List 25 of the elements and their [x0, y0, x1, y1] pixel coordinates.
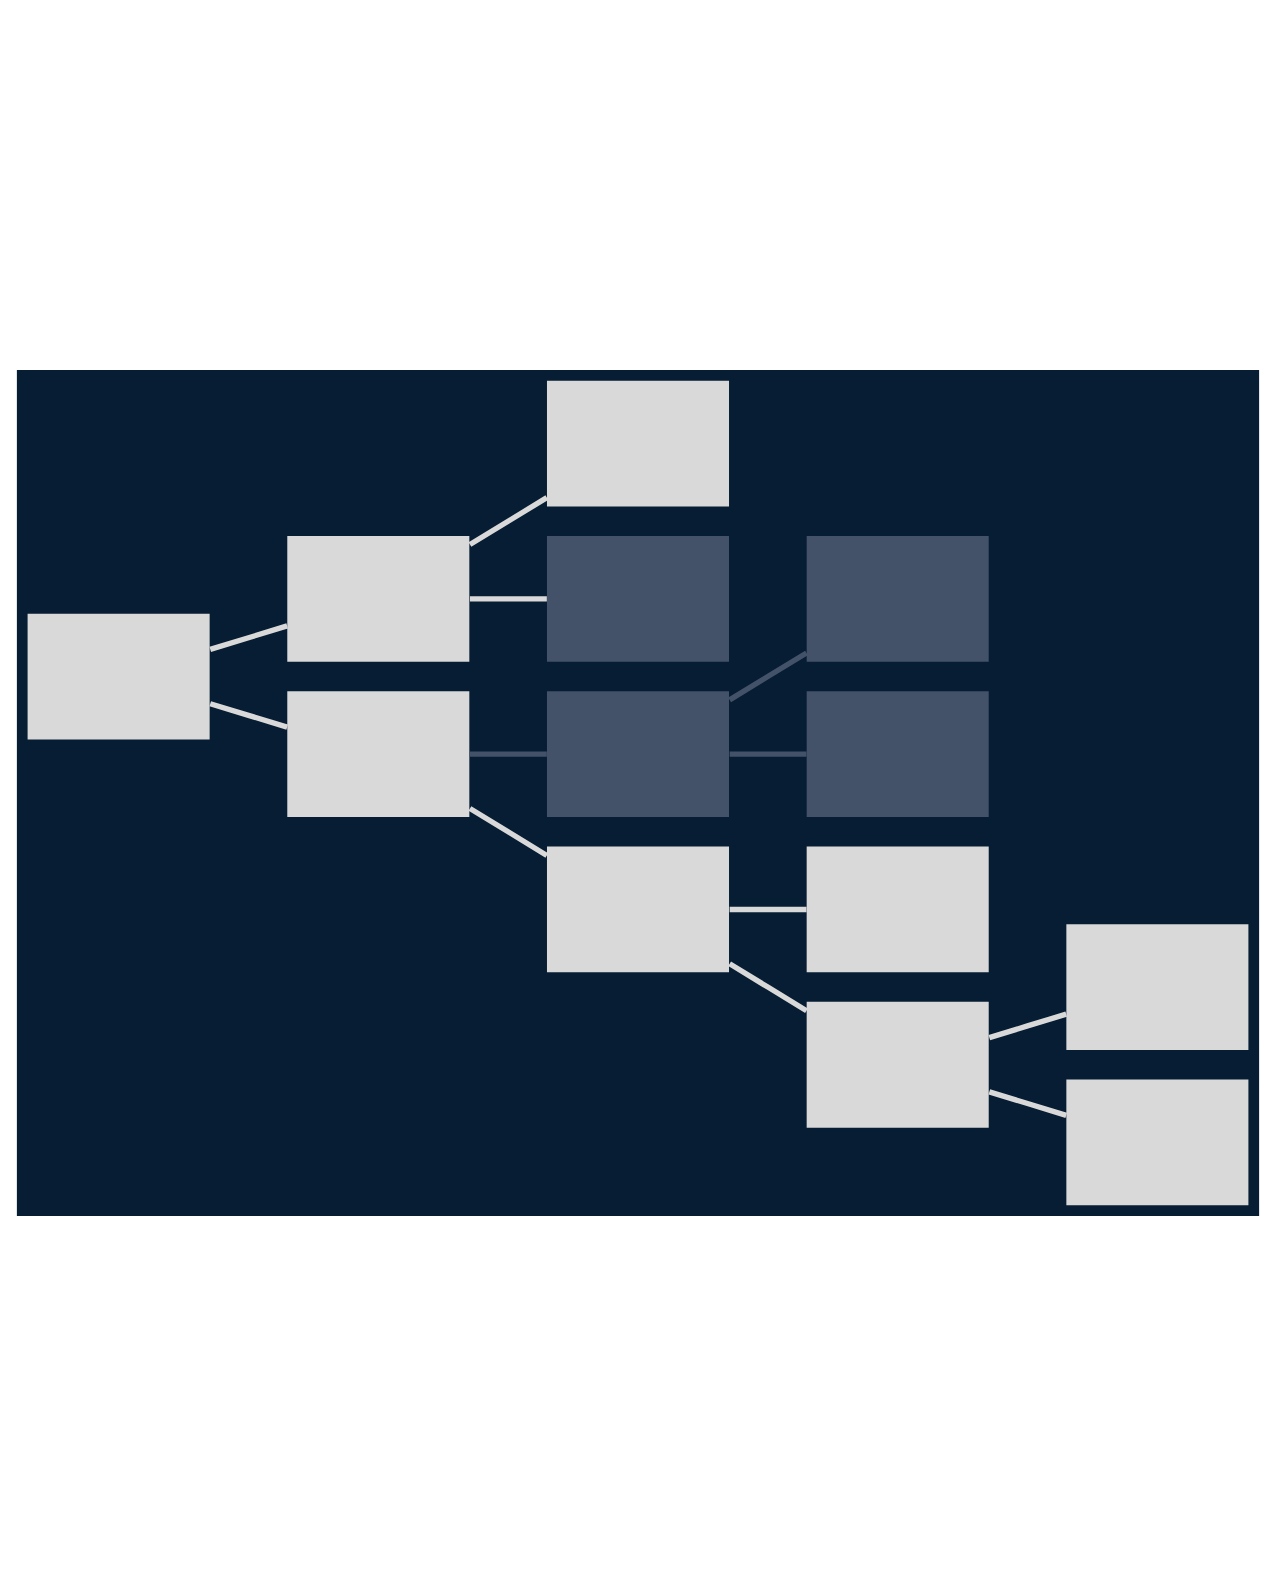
- connector: [209, 622, 288, 651]
- node-box: [287, 535, 470, 661]
- node-box: [806, 845, 989, 972]
- connector: [988, 1088, 1067, 1117]
- node-box: [287, 690, 470, 817]
- node-box: [546, 845, 730, 972]
- connector: [469, 595, 547, 601]
- connector: [729, 750, 807, 756]
- node-box: [806, 535, 989, 661]
- node-box: [546, 379, 730, 506]
- connector: [728, 960, 808, 1012]
- connector: [468, 494, 549, 546]
- node-box: [1066, 1078, 1249, 1205]
- node-box: [806, 1000, 989, 1127]
- connector: [468, 805, 549, 857]
- connector: [469, 750, 547, 756]
- node-box: [1066, 923, 1249, 1049]
- node-box: [806, 690, 989, 817]
- connector: [988, 1010, 1067, 1040]
- node-box: [27, 612, 210, 739]
- node-box: [546, 535, 730, 661]
- connector: [728, 649, 808, 702]
- connector: [209, 700, 288, 729]
- connector: [729, 905, 807, 912]
- node-box: [546, 690, 730, 817]
